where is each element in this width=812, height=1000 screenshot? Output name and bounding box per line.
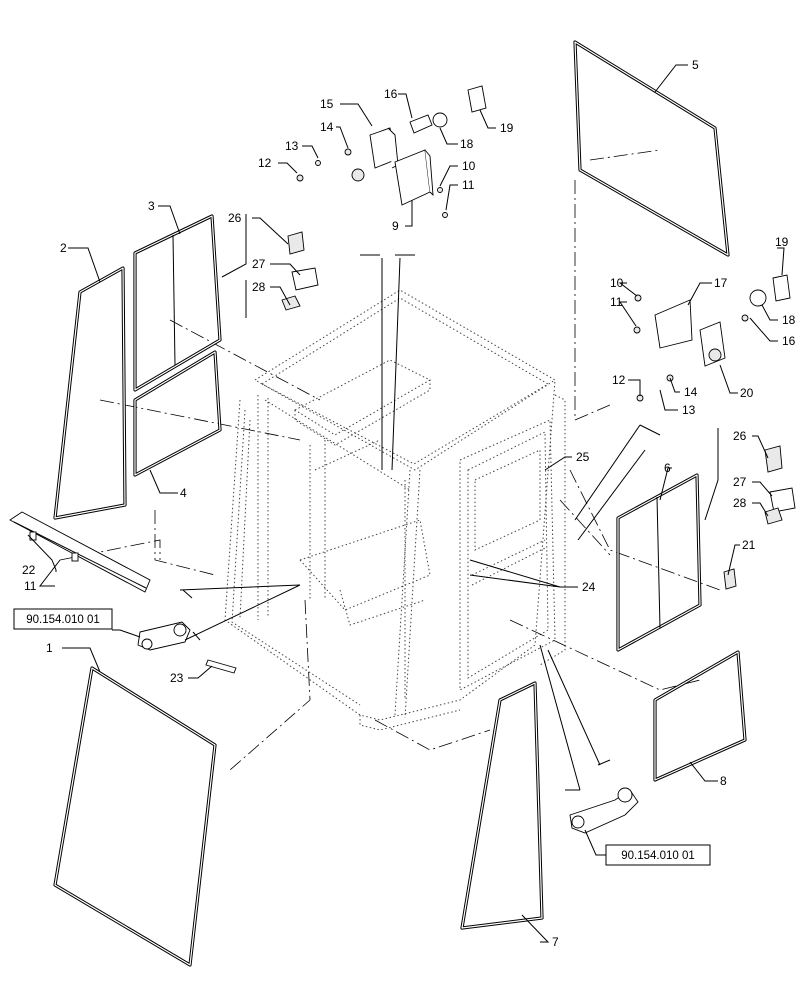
callout-2: 2	[60, 241, 67, 255]
callout-28: 28	[252, 280, 266, 294]
handle-part-bottom	[569, 787, 639, 834]
callout-12-right: 12	[612, 373, 626, 387]
glass-panel-6	[616, 473, 702, 652]
callout-28-right: 28	[733, 496, 747, 510]
callout-4: 4	[180, 486, 187, 500]
callout-9: 9	[392, 219, 399, 233]
leader-lines	[27, 64, 785, 943]
callout-25: 25	[576, 450, 590, 464]
glass-panel-3	[133, 214, 222, 392]
callout-19-right: 19	[775, 235, 789, 249]
callout-10: 10	[462, 159, 476, 173]
callout-19: 19	[500, 121, 514, 135]
callout-11-seal: 11	[24, 579, 37, 593]
reference-left-text: 90.154.010 01	[26, 614, 100, 626]
latch-assembly-top	[296, 85, 487, 218]
callout-24: 24	[582, 580, 596, 594]
callout-10-right: 10	[610, 276, 624, 290]
reference-box-left: 90.154.010 01	[13, 608, 113, 630]
alignment-lines	[59, 149, 721, 771]
glass-panel-2	[53, 266, 127, 520]
callout-13: 13	[285, 139, 299, 153]
glass-panel-1	[53, 666, 217, 967]
glass-panel-7	[460, 681, 544, 930]
callout-13-right: 13	[682, 403, 696, 417]
callout-12: 12	[258, 156, 272, 170]
callout-21: 21	[742, 538, 756, 552]
callout-14-right: 14	[684, 385, 698, 399]
callout-labels: 1 2 3 4 5 6 7 8 9 10 11 12 13 14 15 16 1…	[22, 58, 796, 949]
callout-14: 14	[320, 120, 334, 134]
callout-26-right: 26	[733, 429, 747, 443]
callout-16: 16	[384, 87, 398, 101]
latch-assembly-right	[633, 274, 791, 402]
glass-panel-8	[653, 650, 747, 782]
callout-26: 26	[228, 211, 242, 225]
callout-18: 18	[460, 137, 474, 151]
callout-3: 3	[148, 199, 155, 213]
reference-box-bottom: 90.154.010 01	[605, 844, 711, 866]
callout-7: 7	[552, 935, 559, 949]
callout-22: 22	[22, 563, 36, 577]
handle-part-left	[137, 621, 191, 651]
callout-15: 15	[320, 97, 334, 111]
callout-20: 20	[740, 386, 754, 400]
callout-11: 11	[462, 178, 475, 192]
callout-27: 27	[252, 257, 266, 271]
glass-panel-4	[133, 350, 222, 477]
callout-1: 1	[46, 641, 53, 655]
grab-handle-23	[205, 659, 237, 674]
callout-5: 5	[692, 58, 699, 72]
callout-6: 6	[664, 461, 671, 475]
reference-bottom-text: 90.154.010 01	[621, 850, 695, 862]
callout-17: 17	[714, 276, 728, 290]
callout-8: 8	[720, 774, 727, 788]
cab-frame	[224, 289, 566, 731]
glass-panel-5	[573, 40, 730, 257]
fasteners-right	[723, 445, 796, 590]
callout-11-right: 11	[610, 295, 623, 309]
callout-23: 23	[170, 671, 184, 685]
callout-27-right: 27	[733, 475, 747, 489]
callout-18-right: 18	[782, 313, 796, 327]
callout-16-right: 16	[782, 334, 796, 348]
